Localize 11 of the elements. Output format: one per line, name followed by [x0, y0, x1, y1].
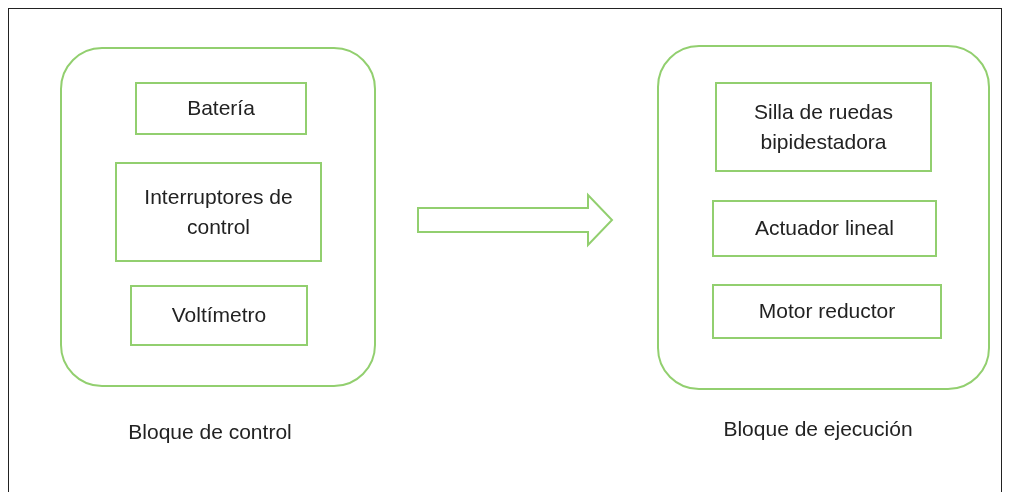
rounded-group-box: [657, 45, 990, 390]
component-box: Actuador lineal: [712, 200, 937, 257]
rounded-group-box: [60, 47, 376, 387]
block-caption: Bloque de ejecución: [723, 417, 913, 441]
block-arrow: [417, 192, 614, 248]
component-box: Motor reductor: [712, 284, 942, 339]
component-box: Interruptores de control: [115, 162, 322, 262]
block-caption: Bloque de control: [128, 420, 292, 444]
component-box: Voltímetro: [130, 285, 308, 346]
component-box: Batería: [135, 82, 307, 135]
component-box: Silla de ruedas bipidestadora: [715, 82, 932, 172]
